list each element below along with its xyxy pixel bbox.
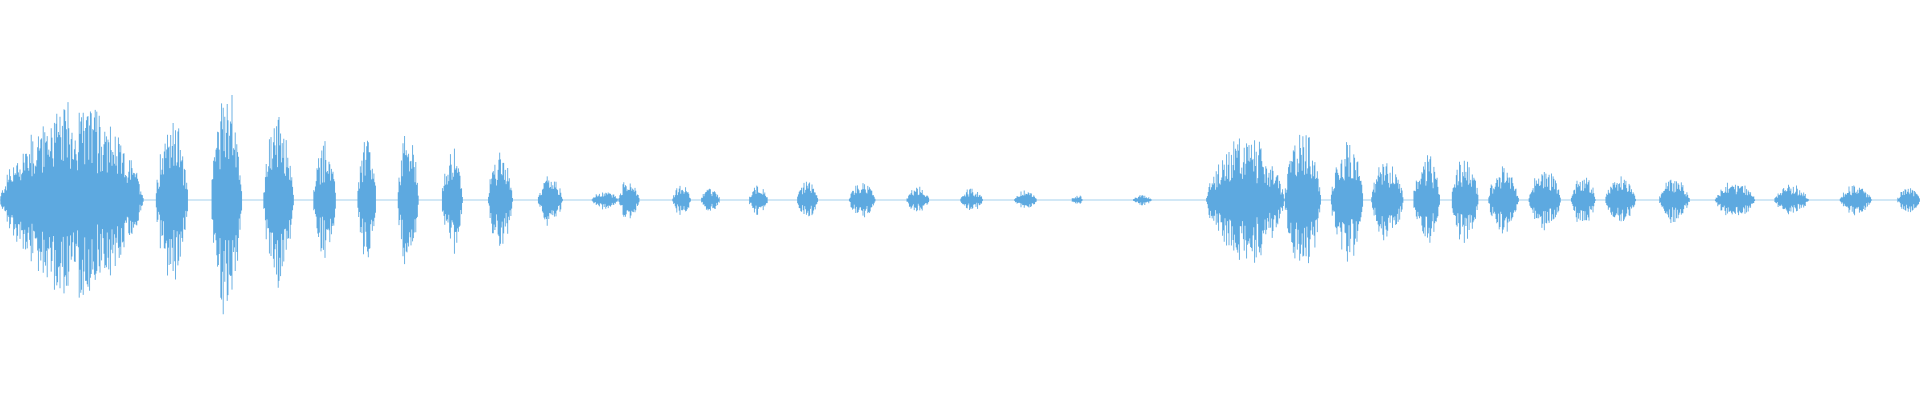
- waveform-burst: [1528, 172, 1561, 231]
- waveform-burst-path: [1206, 138, 1285, 263]
- waveform-burst-path: [263, 117, 294, 288]
- waveform-burst: [1570, 177, 1596, 222]
- waveform-burst: [1605, 176, 1636, 222]
- waveform-burst-path: [1659, 179, 1690, 223]
- waveform-burst: [1330, 142, 1364, 262]
- waveform-burst: [537, 176, 563, 226]
- waveform-burst-path: [618, 182, 640, 219]
- waveform-burst-path: [441, 148, 463, 254]
- waveform-burst-path: [960, 188, 983, 210]
- waveform-burst: [848, 183, 876, 218]
- waveform-bars: [0, 95, 1920, 315]
- waveform-burst: [672, 185, 691, 215]
- waveform-burst-path: [906, 186, 930, 212]
- waveform-burst: [591, 192, 619, 210]
- waveform-burst-path: [1605, 176, 1636, 222]
- waveform-burst-path: [1488, 166, 1519, 234]
- waveform-burst: [797, 181, 819, 217]
- waveform-burst: [749, 185, 768, 215]
- waveform-burst-path: [537, 176, 563, 226]
- waveform-burst: [397, 136, 419, 265]
- waveform-burst-path: [1284, 134, 1321, 264]
- waveform-burst: [1488, 166, 1519, 234]
- waveform-burst: [313, 141, 336, 258]
- waveform-burst: [0, 102, 144, 298]
- waveform-burst: [618, 182, 640, 219]
- waveform-burst-path: [797, 181, 819, 217]
- waveform-burst: [701, 188, 720, 211]
- waveform-burst-path: [1570, 177, 1596, 222]
- waveform-burst-path: [1371, 163, 1404, 241]
- waveform-burst-path: [211, 95, 243, 315]
- waveform-burst-path: [0, 102, 144, 298]
- waveform-burst: [1897, 188, 1920, 213]
- waveform-burst-path: [1714, 182, 1756, 216]
- waveform-burst-path: [1774, 184, 1809, 215]
- waveform-burst: [1071, 195, 1084, 204]
- waveform-burst: [1014, 190, 1037, 208]
- waveform-burst: [1659, 179, 1690, 223]
- waveform-burst: [357, 140, 376, 258]
- waveform-burst-path: [397, 136, 419, 265]
- waveform-burst: [1774, 184, 1809, 215]
- waveform-burst-path: [1014, 190, 1037, 208]
- waveform-burst: [1206, 138, 1285, 263]
- waveform-burst-path: [313, 141, 336, 258]
- waveform-burst: [1451, 160, 1479, 243]
- waveform-burst: [1371, 163, 1404, 241]
- waveform-burst-path: [1413, 155, 1440, 243]
- waveform-burst: [441, 148, 463, 254]
- waveform-burst-path: [1133, 195, 1152, 206]
- waveform-burst: [1133, 195, 1152, 206]
- waveform-burst-path: [357, 140, 376, 258]
- waveform-burst: [1413, 155, 1440, 243]
- waveform-burst-path: [848, 183, 876, 218]
- waveform-burst-path: [1839, 185, 1872, 216]
- waveform-burst: [960, 188, 983, 210]
- waveform-burst-path: [701, 188, 720, 211]
- waveform-burst: [1714, 182, 1756, 216]
- waveform-burst-path: [1897, 188, 1920, 213]
- waveform-burst-path: [1451, 160, 1479, 243]
- waveform-burst: [263, 117, 294, 288]
- waveform-burst-path: [155, 123, 188, 280]
- waveform-burst: [211, 95, 243, 315]
- waveform-burst-path: [1528, 172, 1561, 231]
- waveform-burst: [1284, 134, 1321, 264]
- waveform-burst-path: [749, 185, 768, 215]
- waveform-burst-path: [591, 192, 619, 210]
- waveform-burst-path: [1071, 195, 1084, 204]
- waveform-burst: [155, 123, 188, 280]
- waveform-burst: [488, 152, 513, 246]
- waveform-burst-path: [1330, 142, 1364, 262]
- waveform-burst-path: [672, 185, 691, 215]
- waveform-burst: [906, 186, 930, 212]
- waveform-burst-path: [488, 152, 513, 246]
- waveform-burst: [1839, 185, 1872, 216]
